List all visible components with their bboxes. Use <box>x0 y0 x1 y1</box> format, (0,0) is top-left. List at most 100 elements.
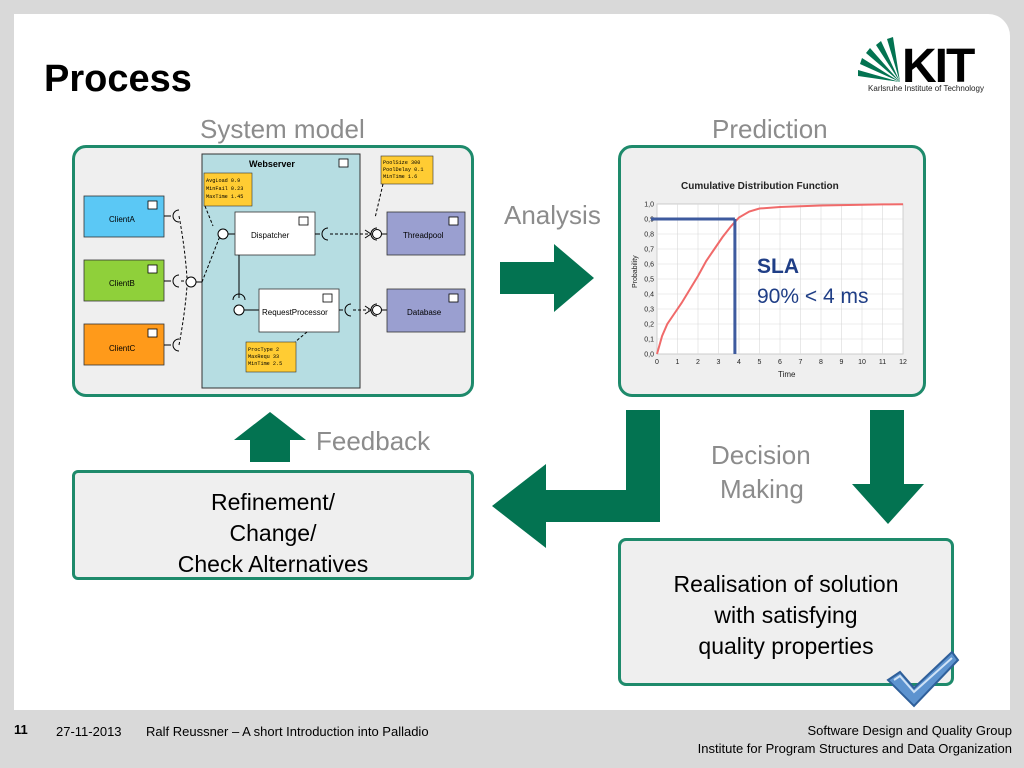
refinement-line: Refinement/ <box>210 489 335 515</box>
x-tick-label: 11 <box>879 359 886 366</box>
processor-note-line: MaxRequ 33 <box>248 354 279 360</box>
footer-group: Software Design and Quality Group <box>807 723 1013 738</box>
decision-label-line1: Decision <box>711 440 811 470</box>
footer-institute: Institute for Program Structures and Dat… <box>697 741 1012 756</box>
chart-x-label: Time <box>778 370 796 379</box>
processor-required-port <box>344 303 352 317</box>
prediction-label: Prediction <box>712 114 828 144</box>
refinement-box: Refinement/ Change/ Check Alternatives <box>72 470 474 580</box>
chart-title: Cumulative Distribution Function <box>681 181 839 192</box>
client-a-label: ClientA <box>109 215 135 224</box>
y-tick-label: 0,1 <box>644 337 654 344</box>
y-tick-label: 0,7 <box>644 247 654 254</box>
y-tick-label: 0,5 <box>644 277 654 284</box>
client-connectors <box>164 209 188 352</box>
x-tick-label: 5 <box>758 359 762 366</box>
y-tick-label: 0,8 <box>644 232 654 239</box>
webserver-note-line: AvgLoad 0.9 <box>206 178 240 184</box>
x-tick-label: 6 <box>778 359 782 366</box>
webserver-required-port <box>370 227 378 241</box>
y-tick-label: 0,2 <box>644 322 654 329</box>
dispatcher-required-port <box>321 227 329 241</box>
threadpool-label: Threadpool <box>403 231 444 240</box>
y-tick-label: 0,6 <box>644 262 654 269</box>
refinement-line: Change/ <box>229 520 317 546</box>
request-processor-label: RequestProcessor <box>262 308 328 317</box>
x-tick-label: 9 <box>840 359 844 366</box>
webserver-title: Webserver <box>249 159 295 169</box>
system-model-label: System model <box>200 114 365 144</box>
y-tick-label: 0,4 <box>644 292 654 299</box>
system-model-box: Webserver AvgLoad 0.9 MinFail 0.23 MaxTi… <box>72 145 474 397</box>
realisation-line: with satisfying <box>714 602 858 628</box>
processor-note-line: ProcType 2 <box>248 347 279 353</box>
note-link <box>294 331 308 343</box>
y-tick-label: 0,9 <box>644 217 654 224</box>
component-icon <box>338 158 349 168</box>
y-tick-label: 1,0 <box>644 202 654 209</box>
delegation-line <box>201 235 221 283</box>
chart-grid <box>656 203 904 355</box>
chart-y-ticks: 0,0 0,1 0,2 0,3 0,4 0,5 0,6 0,7 0,8 0,9 1,0 <box>644 202 654 359</box>
feedback-label: Feedback <box>316 426 431 456</box>
kit-logo-text: KIT <box>902 40 975 93</box>
refinement-line: Check Alternatives <box>177 551 369 577</box>
y-tick-label: 0,3 <box>644 307 654 314</box>
y-tick-label: 0,0 <box>644 352 654 359</box>
webserver-provided-port <box>185 276 197 288</box>
decision-label-line2: Making <box>720 474 804 504</box>
x-tick-label: 0 <box>655 359 659 366</box>
realisation-line: quality properties <box>698 633 874 659</box>
threadpool-note <box>380 155 434 185</box>
threadpool-note-line: PoolDelay 0.1 <box>383 167 423 173</box>
x-tick-label: 10 <box>858 359 866 366</box>
x-tick-label: 3 <box>717 359 721 366</box>
page-number: 11 <box>14 722 28 737</box>
dispatcher-label: Dispatcher <box>251 231 290 240</box>
refinement-text: Refinement/ Change/ Check Alternatives <box>75 473 471 580</box>
cdf-chart: Cumulative Distribution Function 0,00,10… <box>632 181 921 388</box>
chart-y-label: Probability <box>632 255 639 288</box>
checkmark-icon <box>886 650 960 708</box>
component-icon <box>147 264 158 274</box>
decision-arrow-icon <box>852 410 924 524</box>
component-icon <box>298 216 309 226</box>
webserver-note <box>203 172 253 207</box>
analysis-arrow-icon <box>500 244 594 312</box>
kit-logo-fan-icon <box>858 37 900 82</box>
slide: Process KIT Karlsruhe Institute of Techn… <box>14 14 1010 710</box>
dispatcher-provided-port <box>217 228 229 240</box>
realisation-box: Realisation of solution with satisfying … <box>618 538 954 686</box>
database-provided-port <box>372 305 382 315</box>
sla-marker <box>651 217 737 354</box>
webserver-note-line: MaxTime 1.45 <box>206 194 243 200</box>
chart-series <box>656 203 904 355</box>
x-tick-label: 7 <box>799 359 803 366</box>
sla-title: SLA <box>757 255 799 278</box>
x-tick-label: 12 <box>899 359 907 366</box>
kit-logo-subtitle: Karlsruhe Institute of Technology <box>868 84 984 93</box>
component-icon <box>448 216 459 226</box>
component-icon <box>147 200 158 210</box>
threadpool-provided-port <box>372 229 382 239</box>
note-link <box>204 205 214 227</box>
sla-text: 90% < 4 ms <box>757 285 868 308</box>
threadpool-note-line: PoolSize 300 <box>383 160 420 166</box>
system-model-diagram: Webserver AvgLoad 0.9 MinFail 0.23 MaxTi… <box>83 153 466 389</box>
x-tick-label: 8 <box>819 359 823 366</box>
slide-title: Process <box>44 58 192 100</box>
realisation-line: Realisation of solution <box>673 571 899 597</box>
x-tick-label: 1 <box>676 359 680 366</box>
component-icon <box>448 293 459 303</box>
client-b-label: ClientB <box>109 279 135 288</box>
footer-author: Ralf Reussner – A short Introduction int… <box>146 724 429 739</box>
feedback-arrow-icon <box>234 412 306 462</box>
analysis-label: Analysis <box>504 200 601 230</box>
x-tick-label: 4 <box>737 359 741 366</box>
decision-back-arrow-icon <box>492 410 660 548</box>
webserver-required-port <box>370 303 378 317</box>
processor-note <box>245 341 297 373</box>
realisation-text: Realisation of solution with satisfying … <box>621 541 951 662</box>
